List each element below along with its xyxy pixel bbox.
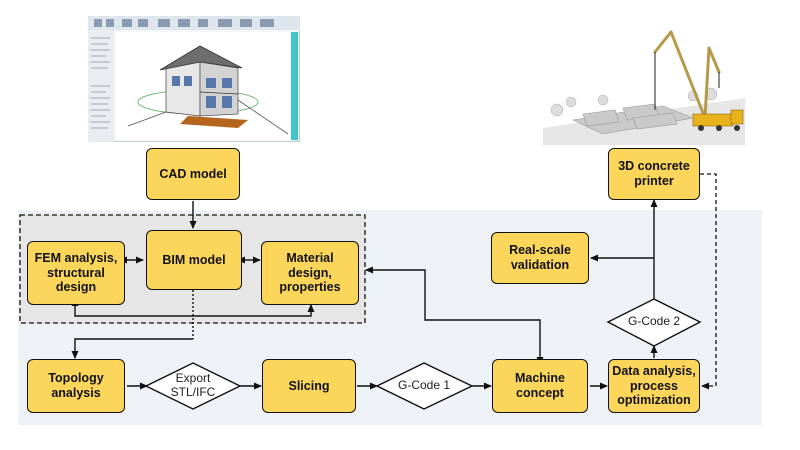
data-analysis-node: Data analysis, process optimization: [608, 359, 700, 413]
cad-model-node: CAD model: [146, 148, 240, 200]
concrete-printer-node: 3D concrete printer: [608, 148, 700, 200]
diamond-export: [144, 362, 242, 410]
diamond-gcode2: [606, 298, 702, 347]
machine-concept-node: Machine concept: [492, 359, 588, 413]
export-label: Export STL/IFC: [170, 371, 216, 399]
cad-screenshot-drawing: [88, 16, 300, 142]
printer-render-drawing: [543, 18, 745, 145]
bim-model-node: BIM model: [146, 230, 242, 290]
diamond-gcode1: [375, 362, 474, 410]
fem-analysis-node: FEM analysis, structural design: [27, 241, 125, 305]
gcode2-label: G-Code 2: [627, 314, 681, 329]
edge-printer-feedback: [700, 173, 717, 390]
cad-screenshot-image: [88, 16, 300, 142]
slicing-node: Slicing: [262, 359, 356, 413]
gcode1-label: G-Code 1: [397, 378, 451, 393]
topology-analysis-node: Topology analysis: [27, 359, 125, 413]
edge-machine-material: [365, 266, 544, 365]
real-scale-validation-node: Real-scale validation: [491, 232, 589, 284]
printer-render-image: [543, 18, 745, 145]
material-design-node: Material design, properties: [261, 241, 359, 305]
edge-bim-to-topology: [71, 338, 193, 359]
